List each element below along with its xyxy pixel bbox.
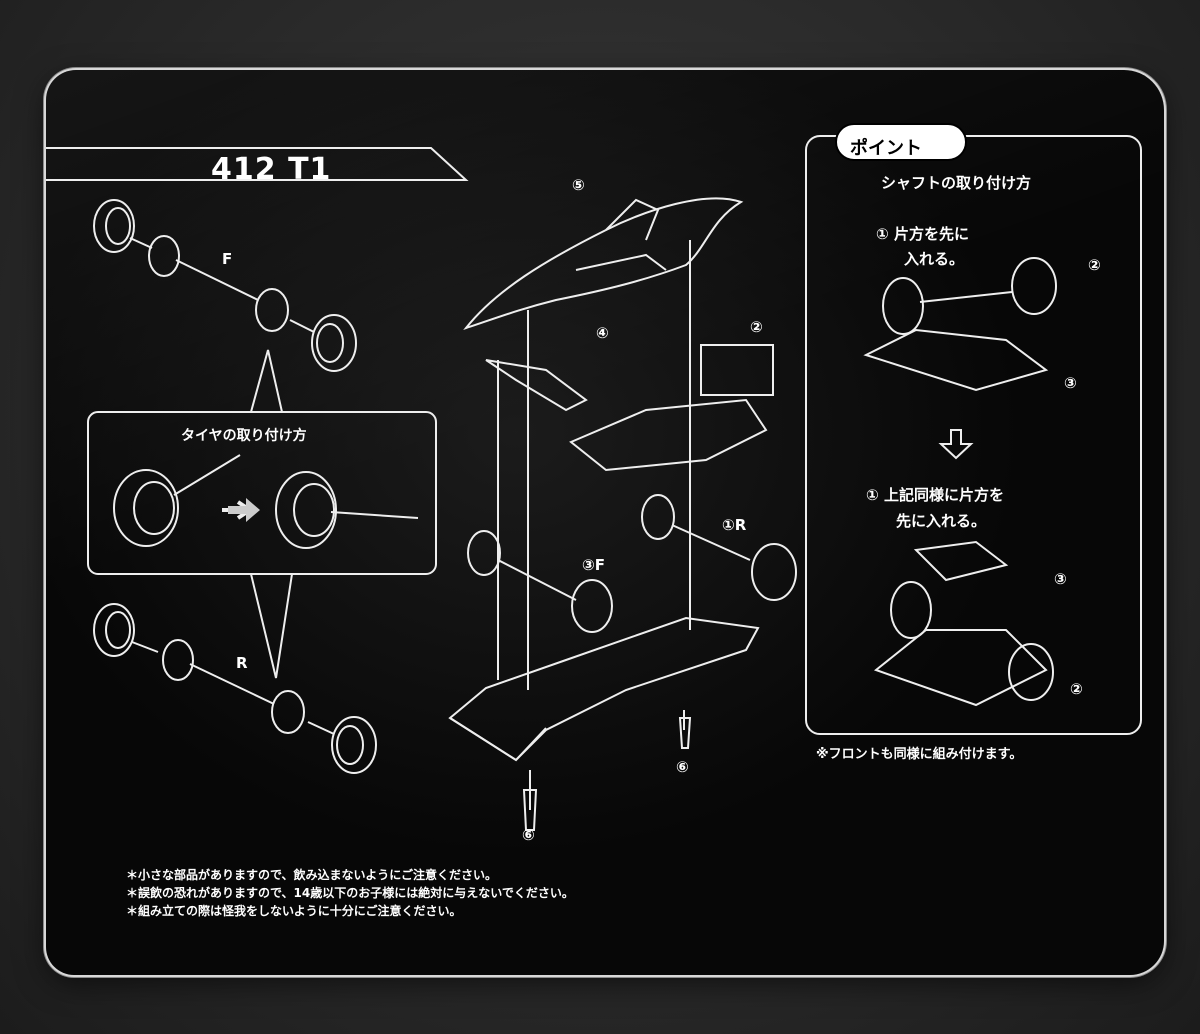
label-part-2: ② [750, 318, 763, 336]
label-part-6b: ⑥ [522, 826, 535, 844]
warning-1: ＊小さな部品がありますので、飲み込まないようにご注意ください。 [126, 868, 498, 882]
step-1-line-1: ① 片方を先に [876, 223, 969, 244]
label-part-6a: ⑥ [676, 758, 689, 776]
label-point-2b: ② [1070, 680, 1083, 698]
label-point-3b: ③ [1054, 570, 1067, 588]
assembly-illustration [46, 123, 1142, 831]
label-front: F [222, 250, 233, 268]
step-2-line-1: ① 上記同様に片方を [866, 484, 1004, 505]
point-badge: ポイント [850, 138, 922, 159]
label-part-1r: ①R [722, 516, 747, 534]
shaft-subtitle: シャフトの取り付け方 [881, 174, 1032, 192]
label-rear: R [236, 654, 248, 672]
instruction-card: 412 T1 ポイント シャフトの取り付け方 ① 片方を先に 入れる。 ① 上記… [46, 70, 1164, 975]
warning-3: ＊組み立ての際は怪我をしないように十分にご注意ください。 [126, 904, 462, 918]
step-2-number: ① [866, 486, 879, 504]
warning-2: ＊誤飲の恐れがありますので、14歳以下のお子様には絶対に与えないでください。 [126, 886, 574, 900]
label-part-5: ⑤ [572, 176, 585, 194]
step-1-number: ① [876, 225, 889, 243]
label-part-3f: ③F [582, 556, 605, 574]
step-1-text: 片方を先に [893, 225, 969, 243]
label-part-4: ④ [596, 324, 609, 342]
tire-title: タイヤの取り付け方 [181, 428, 307, 444]
model-title: 412 T1 [211, 152, 332, 187]
label-point-2a: ② [1088, 256, 1101, 274]
label-point-3a: ③ [1064, 374, 1077, 392]
front-note: ※フロントも同様に組み付けます。 [816, 747, 1023, 762]
step-2-text: 上記同様に片方を [883, 486, 1004, 504]
step-1-line-2: 入れる。 [904, 250, 965, 268]
step-2-line-2: 先に入れる。 [896, 512, 987, 530]
